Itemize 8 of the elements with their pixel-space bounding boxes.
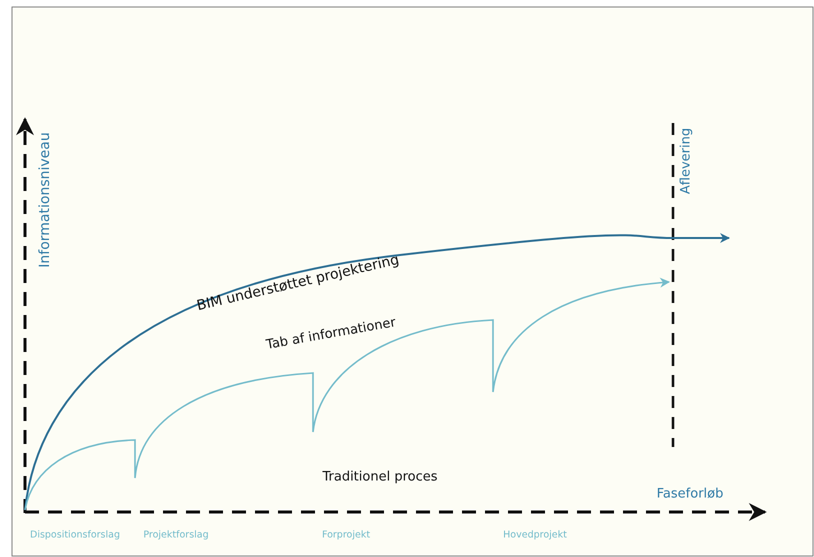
phase-label: Forprojekt	[322, 530, 370, 540]
phase-label: Dispositionsforslag	[30, 530, 120, 540]
axis-title: Faseforløb	[656, 488, 724, 500]
phase-label: Hovedprojekt	[503, 530, 567, 540]
curve-label: Traditionel proces	[322, 470, 438, 484]
phase-label: Projektforslag	[143, 530, 209, 540]
milestone-label: Aflevering	[680, 128, 692, 194]
axis-title: Informationsniveau	[38, 132, 52, 268]
